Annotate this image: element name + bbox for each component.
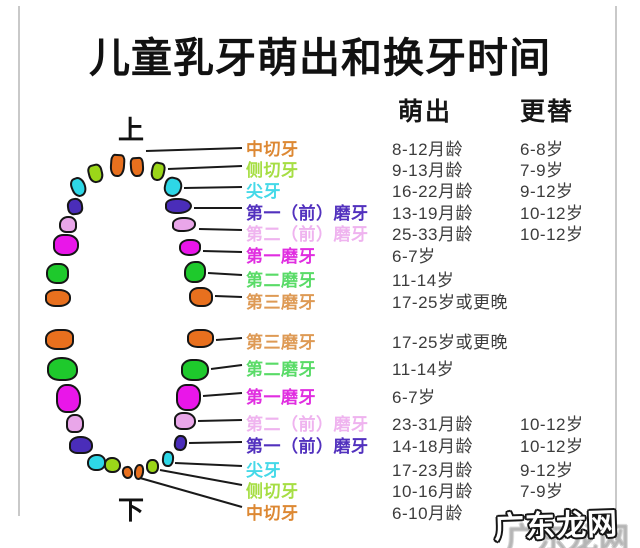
tooth-upper-right-first-premolar: [165, 198, 192, 214]
tooth-upper-right-first-molar: [179, 239, 201, 256]
tooth-upper-left-central-incisor: [109, 153, 126, 178]
eruption-value: 6-10月龄: [392, 504, 464, 523]
eruption-value: 17-23月龄: [392, 461, 473, 480]
tooth-type-label: 第二磨牙: [246, 271, 316, 290]
connector-line: [145, 147, 243, 152]
connector-line: [210, 364, 243, 370]
connector-line: [202, 392, 243, 397]
tooth-upper-left-third-molar: [45, 289, 71, 307]
eruption-value: 6-7岁: [392, 388, 436, 407]
tooth-lower-left-first-molar: [56, 384, 81, 413]
eruption-value: 17-25岁或更晚: [392, 293, 508, 312]
connector-line: [202, 250, 243, 253]
eruption-value: 16-22月龄: [392, 182, 473, 201]
column-header-eruption: 萌出: [398, 98, 453, 126]
replacement-value: 6-8岁: [520, 140, 564, 159]
connector-line: [198, 228, 243, 231]
tooth-upper-right-central-incisor: [129, 156, 145, 178]
right-frame-line: [615, 6, 617, 540]
tooth-type-label: 侧切牙: [246, 161, 299, 180]
tooth-lower-right-first-molar: [176, 384, 201, 411]
connector-line: [197, 419, 243, 422]
tooth-lower-right-second-premolar: [174, 412, 196, 430]
tooth-type-label: 第三磨牙: [246, 293, 316, 312]
tooth-upper-left-canine: [67, 174, 90, 200]
tooth-type-label: 尖牙: [246, 461, 281, 480]
tooth-upper-right-second-premolar: [172, 217, 196, 232]
tooth-type-label: 尖牙: [246, 182, 281, 201]
tooth-upper-left-lateral-incisor: [85, 162, 106, 185]
connector-line: [214, 295, 243, 298]
tooth-upper-left-first-premolar: [65, 196, 85, 217]
eruption-value: 6-7岁: [392, 247, 436, 266]
eruption-value: 23-31月龄: [392, 415, 473, 434]
replacement-value: 10-12岁: [520, 415, 584, 434]
tooth-type-label: 第二（前）磨牙: [246, 415, 369, 434]
eruption-value: 9-13月龄: [392, 161, 464, 180]
tooth-type-label: 第二（前）磨牙: [246, 225, 369, 244]
tooth-upper-right-lateral-incisor: [149, 160, 167, 183]
connector-line: [215, 337, 243, 341]
tooth-upper-left-first-molar: [53, 234, 79, 256]
tooth-type-label: 侧切牙: [246, 482, 299, 501]
eruption-value: 25-33月龄: [392, 225, 473, 244]
tooth-type-label: 第一（前）磨牙: [246, 437, 369, 456]
connector-line: [188, 441, 243, 444]
tooth-lower-right-first-premolar: [172, 434, 189, 452]
tooth-type-label: 中切牙: [246, 504, 299, 523]
tooth-lower-left-second-premolar: [66, 414, 84, 433]
lower-jaw-label: 下: [118, 495, 145, 525]
page-title: 儿童乳牙萌出和换牙时间: [89, 35, 551, 81]
watermark: 广东龙网: [493, 507, 619, 546]
watermark-ghost: 广东龙网: [506, 523, 630, 548]
eruption-value: 13-19月龄: [392, 204, 473, 223]
replacement-value: 7-9岁: [520, 161, 564, 180]
tooth-lower-right-canine: [161, 450, 175, 468]
connector-line: [159, 469, 243, 486]
eruption-value: 11-14岁: [392, 271, 455, 290]
tooth-lower-left-lateral-incisor: [104, 457, 121, 473]
tooth-upper-right-second-molar: [184, 261, 206, 283]
connector-line: [207, 272, 243, 276]
tooth-lower-left-central-incisor: [120, 465, 135, 480]
tooth-type-label: 第二磨牙: [246, 360, 316, 379]
connector-line: [167, 165, 243, 170]
tooth-lower-right-central-incisor: [132, 463, 146, 481]
eruption-value: 8-12月龄: [392, 140, 464, 159]
eruption-value: 10-16月龄: [392, 482, 473, 501]
replacement-value: 9-12岁: [520, 182, 574, 201]
connector-line: [174, 462, 243, 467]
left-frame-line: [18, 6, 20, 516]
tooth-upper-left-second-premolar: [59, 216, 77, 233]
tooth-lower-right-second-molar: [181, 359, 209, 381]
replacement-value: 10-12岁: [520, 225, 584, 244]
upper-jaw-label: 上: [118, 115, 145, 145]
eruption-value: 17-25岁或更晚: [392, 333, 508, 352]
replacement-value: 10-12岁: [520, 204, 584, 223]
tooth-lower-left-second-molar: [47, 357, 78, 381]
column-header-replacement: 更替: [520, 98, 575, 126]
tooth-lower-left-first-premolar: [69, 436, 93, 454]
replacement-value: 7-9岁: [520, 482, 564, 501]
connector-line: [139, 477, 243, 508]
eruption-value: 11-14岁: [392, 360, 455, 379]
tooth-upper-right-canine: [161, 175, 185, 199]
tooth-type-label: 第一磨牙: [246, 247, 316, 266]
tooth-type-label: 中切牙: [246, 140, 299, 159]
connector-line: [183, 186, 243, 189]
tooth-lower-right-third-molar: [187, 329, 214, 348]
tooth-lower-left-third-molar: [45, 329, 74, 350]
tooth-type-label: 第一磨牙: [246, 388, 316, 407]
tooth-upper-right-third-molar: [189, 287, 213, 307]
eruption-value: 14-18月龄: [392, 437, 473, 456]
tooth-lower-right-lateral-incisor: [146, 459, 159, 474]
tooth-upper-left-second-molar: [46, 263, 69, 284]
replacement-value: 9-12岁: [520, 461, 574, 480]
replacement-value: 10-12岁: [520, 437, 584, 456]
tooth-type-label: 第三磨牙: [246, 333, 316, 352]
tooth-type-label: 第一（前）磨牙: [246, 204, 369, 223]
